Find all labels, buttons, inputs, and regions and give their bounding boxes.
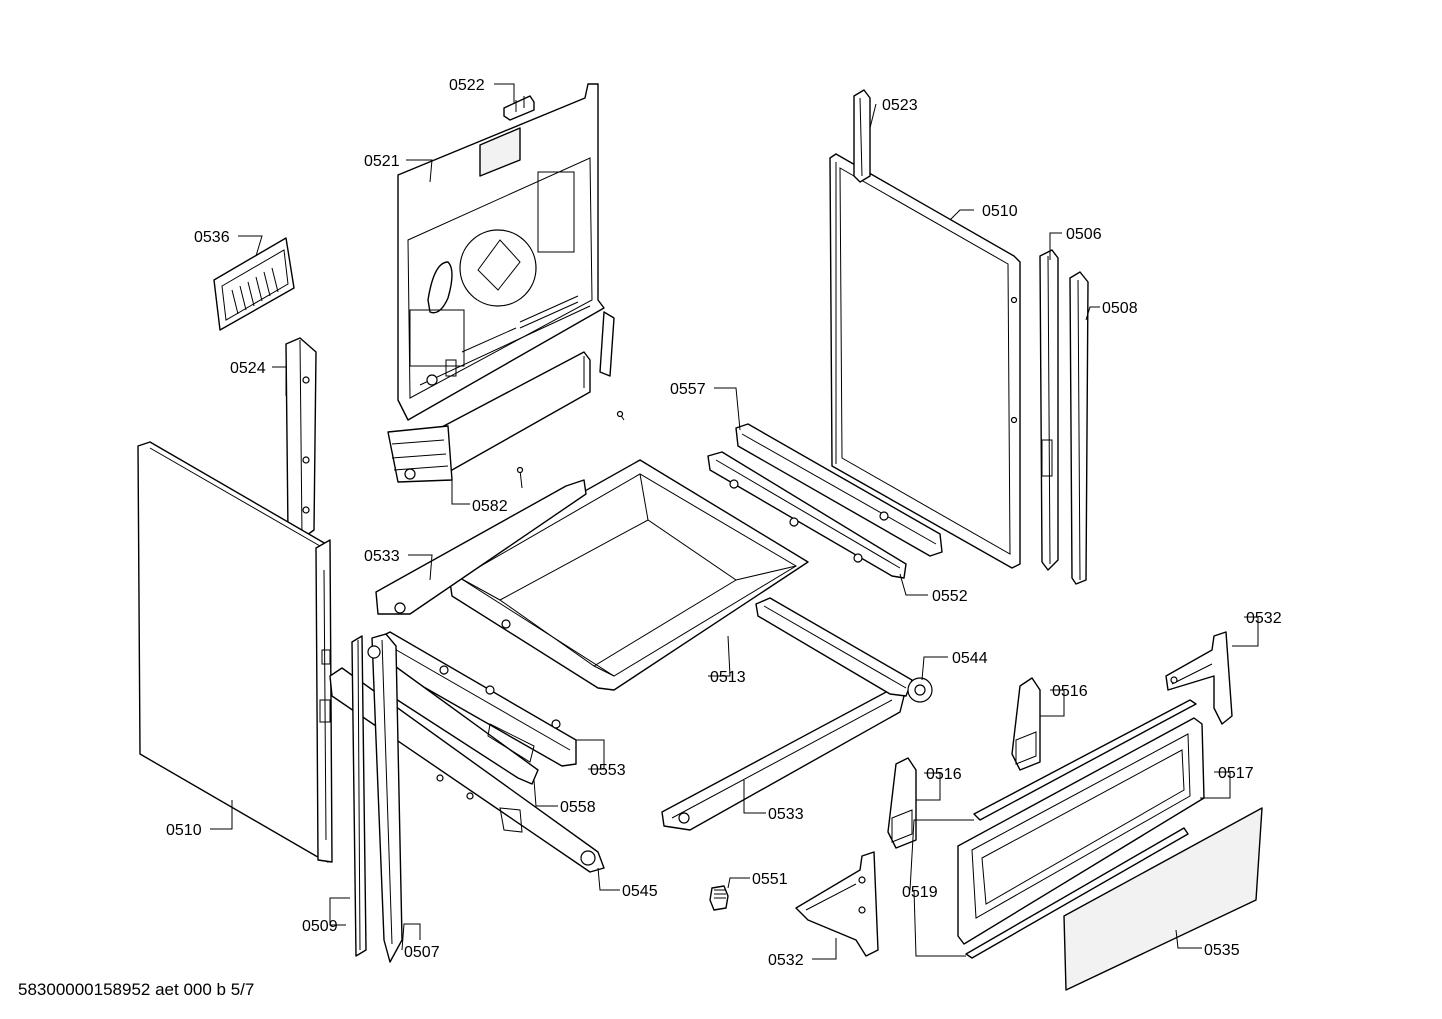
part-0519-glass-strip-lower (965, 827, 1189, 959)
part-0557-rail (735, 423, 943, 557)
part-0536-vent-grille (213, 237, 295, 331)
label-0536: 0536 (194, 229, 230, 246)
label-0553: 0553 (590, 762, 626, 779)
part-0545-slide-rail (329, 667, 605, 873)
leader-lines (210, 83, 1259, 960)
part-blower-housing (387, 351, 591, 483)
label-0509: 0509 (302, 918, 338, 935)
label-0510-left: 0510 (166, 822, 202, 839)
part-0509-front-strip (351, 635, 367, 957)
part-0510-right-side-panel (829, 153, 1021, 569)
label-0557: 0557 (670, 381, 706, 398)
label-0532-lower: 0532 (768, 952, 804, 969)
part-labels: 0522 0521 0536 0524 0523 0510 0506 0508 … (166, 77, 1282, 969)
label-0519: 0519 (902, 884, 938, 901)
part-0523-top-strip (853, 89, 871, 183)
part-0510-left-side-panel (137, 441, 333, 863)
label-0535: 0535 (1204, 942, 1240, 959)
label-0516-upper: 0516 (1052, 683, 1088, 700)
label-0544: 0544 (952, 650, 988, 667)
part-0553-slide-rail (377, 631, 577, 767)
part-0552-rail (707, 451, 907, 579)
part-0551-nut (709, 885, 729, 911)
part-0506-side-strip (1039, 249, 1059, 571)
part-0532-bracket-lower (795, 851, 879, 957)
label-0532-upper: 0532 (1246, 610, 1282, 627)
label-0524: 0524 (230, 360, 266, 377)
screw-0582 (516, 410, 625, 489)
part-0521-back-panel (397, 83, 615, 421)
label-0510-right: 0510 (982, 203, 1018, 220)
label-0508: 0508 (1102, 300, 1138, 317)
label-0506: 0506 (1066, 226, 1102, 243)
label-0558: 0558 (560, 799, 596, 816)
part-0508-side-strip (1069, 271, 1089, 585)
part-0533-frame-rear (375, 479, 587, 615)
label-0522: 0522 (449, 77, 485, 94)
label-0552: 0552 (932, 588, 968, 605)
label-0507: 0507 (404, 944, 440, 961)
label-0551: 0551 (752, 871, 788, 888)
part-0516-hinge-lower (887, 757, 917, 849)
part-0544-roller-rail (755, 597, 933, 703)
label-0533-front: 0533 (768, 806, 804, 823)
label-0516-lower: 0516 (926, 766, 962, 783)
label-0513: 0513 (710, 669, 746, 686)
label-0545: 0545 (622, 883, 658, 900)
label-0533-rear: 0533 (364, 548, 400, 565)
part-0524-rear-strip (285, 337, 317, 541)
part-0507-front-strip (367, 633, 403, 963)
label-0517: 0517 (1218, 765, 1254, 782)
part-0522-clip (503, 95, 535, 121)
part-0535-door-glass (1063, 807, 1263, 991)
part-0532-bracket-upper (1165, 631, 1233, 725)
part-0516-hinge-upper (1011, 677, 1041, 771)
label-0582: 0582 (472, 498, 508, 515)
label-0521: 0521 (364, 153, 400, 170)
document-id-footer: 58300000158952 aet 000 b 5/7 (18, 980, 255, 999)
part-0519-glass-strip-upper (973, 699, 1197, 821)
label-0523: 0523 (882, 97, 918, 114)
